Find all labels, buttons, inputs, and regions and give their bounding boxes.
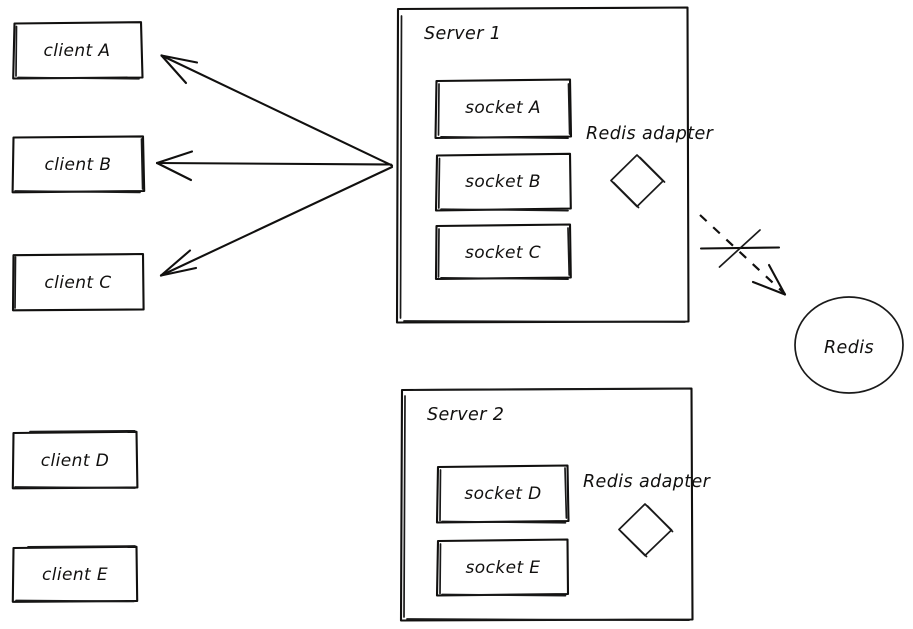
client-d-node[interactable]: client D (11, 429, 139, 490)
server-1-adapter-diamond-icon (610, 154, 666, 209)
arrow-server1-to-redis-head-lower (767, 263, 787, 296)
socket-c-node[interactable]: socket C (434, 223, 572, 281)
arrow-server1-to-redis (699, 214, 787, 296)
socket-b-node[interactable]: socket B (434, 152, 572, 212)
socket-b-box[interactable] (434, 152, 572, 212)
arrow-to-client-b-head-upper (155, 150, 194, 165)
client-c-box[interactable] (11, 252, 145, 312)
server-1-adapter-label: Redis adapter (586, 124, 715, 144)
client-a-node[interactable]: client A (12, 21, 144, 80)
socket-d-box-shadow (439, 467, 568, 524)
client-c-node[interactable]: client C (11, 252, 145, 312)
client-d-box[interactable] (11, 430, 139, 490)
arrow-to-client-a (160, 54, 394, 167)
server-2-adapter-diamond-icon (618, 503, 674, 558)
server-2-box-shadow (403, 387, 690, 622)
server-1-diamond-shadow (612, 156, 666, 209)
socket-b-label: socket B (465, 172, 541, 192)
client-d-box-shadow (14, 429, 136, 489)
client-e-box[interactable] (11, 545, 139, 603)
arrow-to-client-c-head-upper (159, 249, 192, 277)
arrow-to-client-a-head-upper (160, 54, 199, 64)
arrow-to-client-a-line (160, 54, 394, 167)
socket-a-node[interactable]: socket A (434, 78, 573, 140)
server-1-box-shadow (399, 15, 686, 323)
server-1-node[interactable]: Server 1 socket A socket B socket C Redi… (395, 6, 715, 324)
server-2-node[interactable]: Server 2 socket D socket E Redis adapter (399, 387, 712, 622)
server-2-label: Server 2 (427, 405, 504, 425)
arrow-to-client-c (159, 165, 394, 277)
arrow-to-client-c-line (159, 165, 394, 277)
redis-node[interactable]: Redis (794, 296, 904, 394)
socket-e-label: socket E (466, 558, 541, 578)
socket-c-box[interactable] (434, 223, 572, 281)
socket-d-box[interactable] (435, 464, 570, 524)
blocked-cross-stroke-diagonal (718, 229, 761, 268)
socket-e-box-shadow (439, 543, 567, 597)
client-c-label: client C (44, 273, 111, 293)
socket-e-node[interactable]: socket E (435, 538, 570, 597)
client-b-label: client B (45, 155, 112, 175)
arrow-to-client-b (155, 150, 393, 182)
redis-label: Redis (824, 338, 874, 358)
redis-circle[interactable] (794, 296, 904, 394)
client-c-box-shadow (14, 256, 17, 309)
client-d-label: client D (41, 451, 109, 471)
client-e-box-shadow (15, 545, 136, 603)
arrow-to-client-c-head-lower (159, 266, 198, 277)
socket-c-box-shadow (437, 227, 571, 281)
socket-a-label: socket A (465, 98, 541, 118)
client-a-label: client A (44, 41, 111, 61)
client-b-node[interactable]: client B (11, 135, 146, 194)
server-1-label: Server 1 (424, 24, 501, 44)
arrow-server1-to-redis-head-upper (751, 280, 787, 296)
arrow-to-client-b-head-lower (155, 161, 193, 182)
client-e-label: client E (42, 565, 108, 585)
arrow-to-client-b-line (155, 161, 393, 166)
arrow-to-client-a-head-lower (160, 54, 188, 85)
socket-a-box[interactable] (434, 78, 573, 140)
socket-d-node[interactable]: socket D (435, 464, 570, 524)
server-2-adapter-label: Redis adapter (583, 472, 712, 492)
client-a-box[interactable] (12, 21, 144, 80)
socket-a-box-shadow (437, 83, 571, 140)
socket-b-box-shadow (437, 157, 569, 212)
blocked-cross-icon (699, 229, 781, 268)
client-e-node[interactable]: client E (11, 545, 139, 603)
socket-e-box[interactable] (435, 538, 570, 597)
client-b-box[interactable] (11, 135, 146, 194)
client-a-box-shadow (15, 25, 140, 80)
server-2-diamond-shadow (620, 505, 674, 558)
socket-c-label: socket C (465, 243, 541, 263)
arrow-server1-to-redis-line (699, 214, 786, 295)
socket-d-label: socket D (464, 484, 541, 504)
client-b-box-shadow (14, 138, 144, 194)
